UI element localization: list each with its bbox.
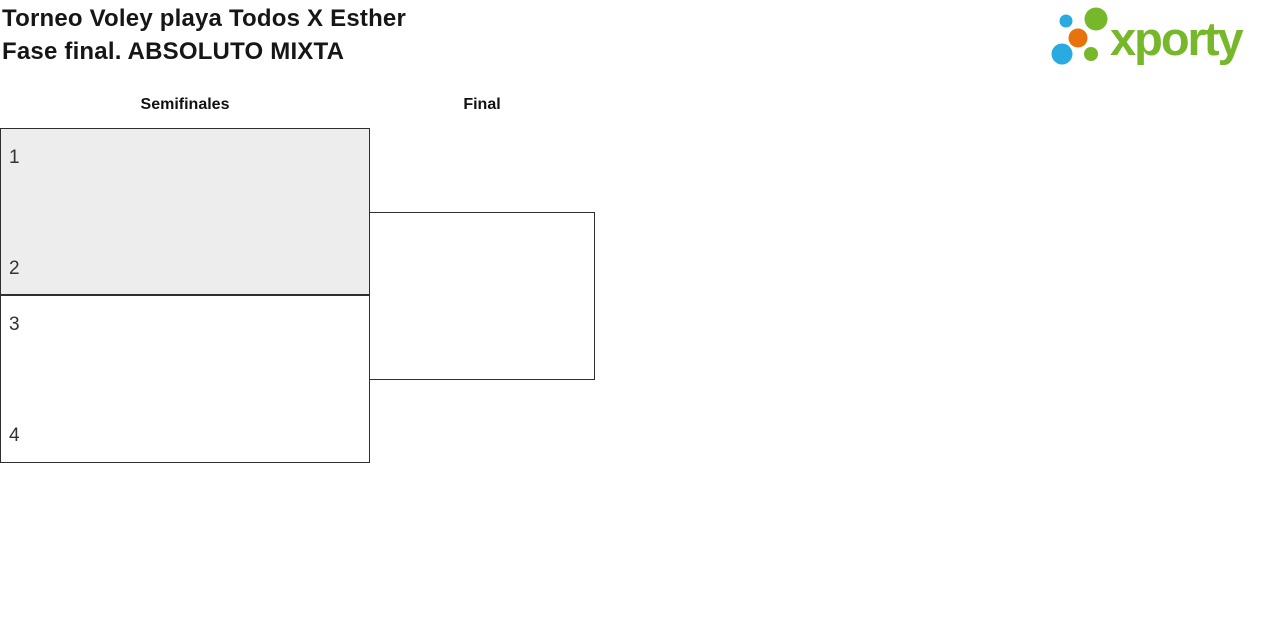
seed-label: 3 [9,314,20,335]
round-header-final: Final [463,96,501,113]
match-semifinal-1[interactable]: 1 2 [0,128,370,295]
seed-label: 1 [9,147,20,168]
logo-dot-green-small [1084,47,1098,61]
page-title: Torneo Voley playa Todos X Esther Fase f… [2,2,406,68]
match-final[interactable] [369,212,595,380]
xporty-wordmark: xporty [1110,12,1244,65]
match-semifinal-2[interactable]: 3 4 [0,295,370,463]
phase-category-subtitle: Fase final. ABSOLUTO MIXTA [2,38,345,65]
logo-dot-blue-small [1059,14,1073,28]
logo-dot-orange [1068,28,1088,48]
logo-dot-green-large [1084,7,1108,31]
seed-label: 4 [9,425,20,446]
seed-label: 2 [9,258,20,279]
logo-dot-blue-large [1051,43,1073,65]
round-header-semifinales: Semifinales [140,96,230,113]
xporty-logo-graphic: xporty [1051,7,1246,65]
tournament-name: Torneo Voley playa Todos X Esther [2,5,407,32]
xporty-logo[interactable]: xporty [1048,0,1274,72]
